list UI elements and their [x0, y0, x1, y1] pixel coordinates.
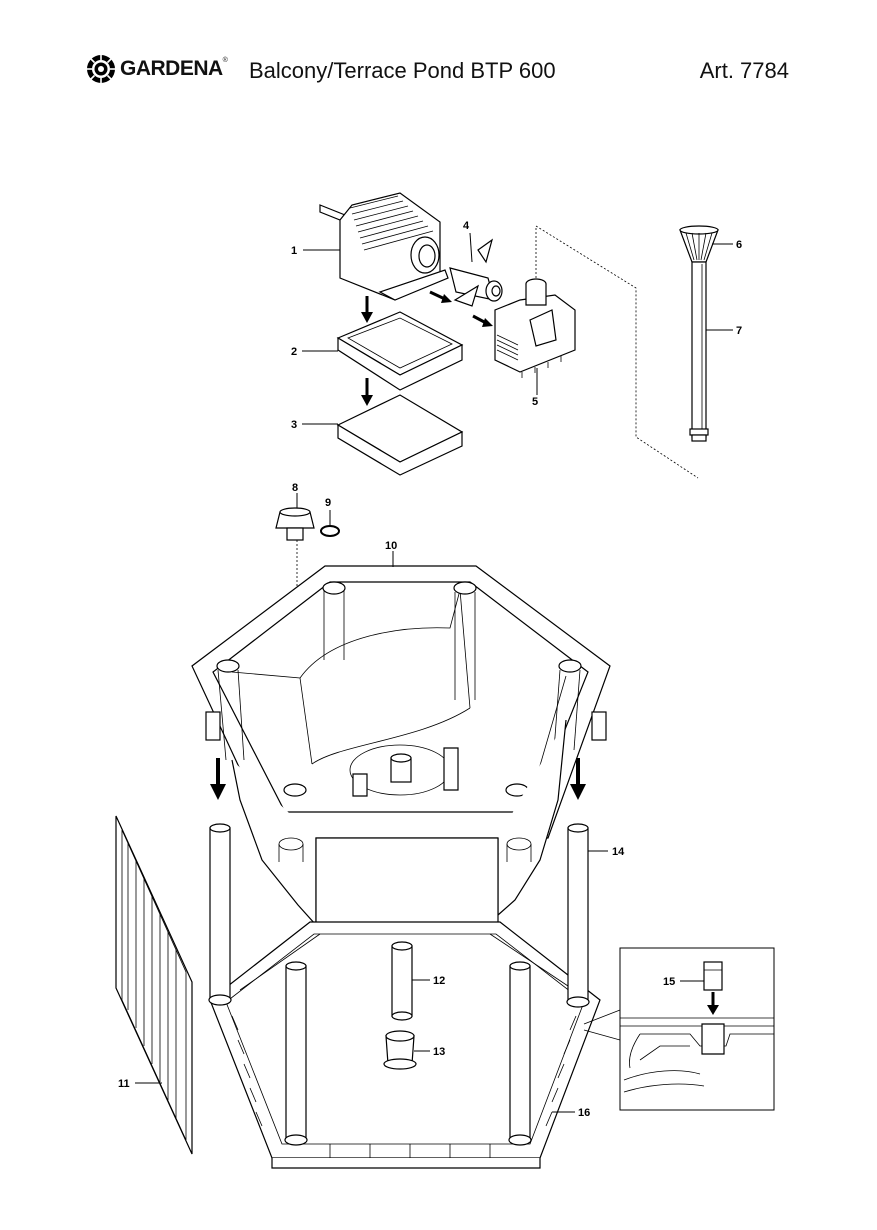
label-part-2: 2: [291, 346, 297, 358]
part-14-corner-post: [566, 823, 590, 1008]
label-part-1: 1: [291, 245, 297, 257]
part-4-impeller: [449, 238, 503, 307]
brand-logo: GARDENA®: [86, 54, 228, 84]
label-part-8: 8: [292, 482, 298, 494]
part-14-corner-post: [508, 961, 532, 1146]
part-15-clip: [703, 961, 723, 991]
part-10-hexagonal-basin: [191, 565, 611, 927]
document-title: Balcony/Terrace Pond BTP 600: [249, 58, 556, 83]
part-6-fountain-nozzle: [679, 225, 719, 263]
label-part-5: 5: [532, 396, 538, 408]
label-part-11: 11: [118, 1078, 130, 1090]
gardena-flower-logo-icon: [87, 55, 115, 83]
label-part-7: 7: [736, 325, 742, 337]
part-14-corner-post: [284, 961, 308, 1146]
down-arrow-icon: [361, 296, 373, 323]
label-part-4: 4: [463, 220, 470, 232]
down-arrow-icon: [361, 378, 373, 406]
detail-inset: [619, 947, 775, 1111]
part-3-filter-sponge: [336, 394, 464, 476]
label-part-9: 9: [325, 497, 331, 509]
brand-name: GARDENA®: [120, 57, 228, 80]
label-part-12: 12: [433, 975, 445, 987]
down-arrow-icon: [707, 992, 719, 1015]
article-number: Art. 7784: [699, 58, 789, 83]
label-part-13: 13: [433, 1046, 445, 1058]
label-part-10: 10: [385, 540, 397, 552]
guide-line-pump-tube: [535, 225, 699, 479]
part-13-post-foot: [383, 1030, 417, 1070]
leader-4: [469, 232, 473, 263]
down-arrow-icon: [472, 314, 493, 327]
down-arrow-icon: [210, 758, 226, 800]
label-part-16: 16: [578, 1107, 590, 1119]
label-part-6: 6: [736, 239, 742, 251]
part-1-pump-motor: [319, 192, 449, 301]
label-part-14: 14: [612, 846, 625, 858]
part-5-pump-housing: [494, 278, 576, 378]
part-9-o-ring: [320, 525, 340, 537]
part-8-drain-plug: [275, 507, 315, 541]
part-2-filter-tray: [336, 311, 464, 391]
part-14-corner-post: [208, 823, 232, 1006]
down-arrow-icon: [429, 290, 452, 303]
header: GARDENA® Balcony/Terrace Pond BTP 600 Ar…: [0, 0, 877, 120]
down-arrow-icon: [570, 758, 586, 800]
label-part-3: 3: [291, 419, 297, 431]
part-12-centre-post: [391, 941, 413, 1021]
part-7-riser-tube: [689, 261, 709, 442]
label-part-15: 15: [663, 976, 675, 988]
part-11-side-panel: [115, 815, 193, 1155]
